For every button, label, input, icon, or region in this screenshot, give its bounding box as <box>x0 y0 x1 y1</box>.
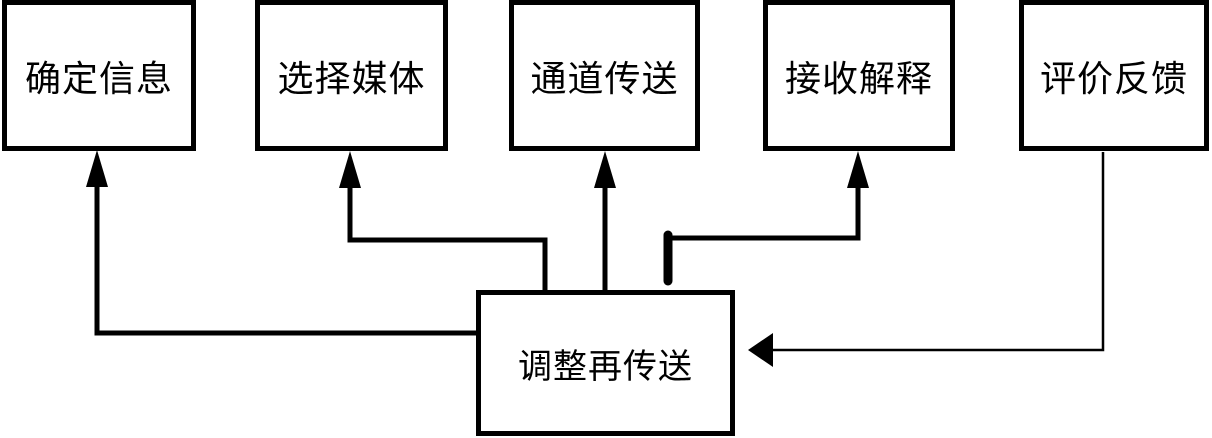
arrowhead-up-select-media <box>339 151 361 188</box>
edge-adjust-to-select-media <box>347 170 548 291</box>
arrowhead-up-receive-interpret <box>847 151 869 188</box>
arrowhead-up-determine-info <box>86 150 108 187</box>
edge-feedback-to-adjust <box>772 152 1105 352</box>
node-adjust-resend: 调整再传送 <box>476 290 735 436</box>
arrowhead-left-adjust-resend <box>748 333 773 367</box>
edge-adjust-to-determine-info <box>94 170 477 336</box>
arrowhead-up-channel-transmit <box>594 151 616 188</box>
node-determine-info-label: 确定信息 <box>24 57 173 99</box>
node-channel-transmit-label: 通道传送 <box>530 57 679 99</box>
edge-adjust-to-receive-interpret <box>668 170 861 241</box>
node-select-media: 选择媒体 <box>255 0 448 151</box>
node-determine-info: 确定信息 <box>2 0 196 151</box>
node-select-media-label: 选择媒体 <box>277 57 426 99</box>
node-feedback-evaluate-label: 评价反馈 <box>1039 57 1188 99</box>
node-adjust-resend-label: 调整再传送 <box>518 347 693 386</box>
node-feedback-evaluate: 评价反馈 <box>1019 0 1209 151</box>
node-receive-interpret-label: 接收解释 <box>784 57 933 99</box>
node-receive-interpret: 接收解释 <box>763 0 955 151</box>
node-channel-transmit: 通道传送 <box>509 0 700 151</box>
